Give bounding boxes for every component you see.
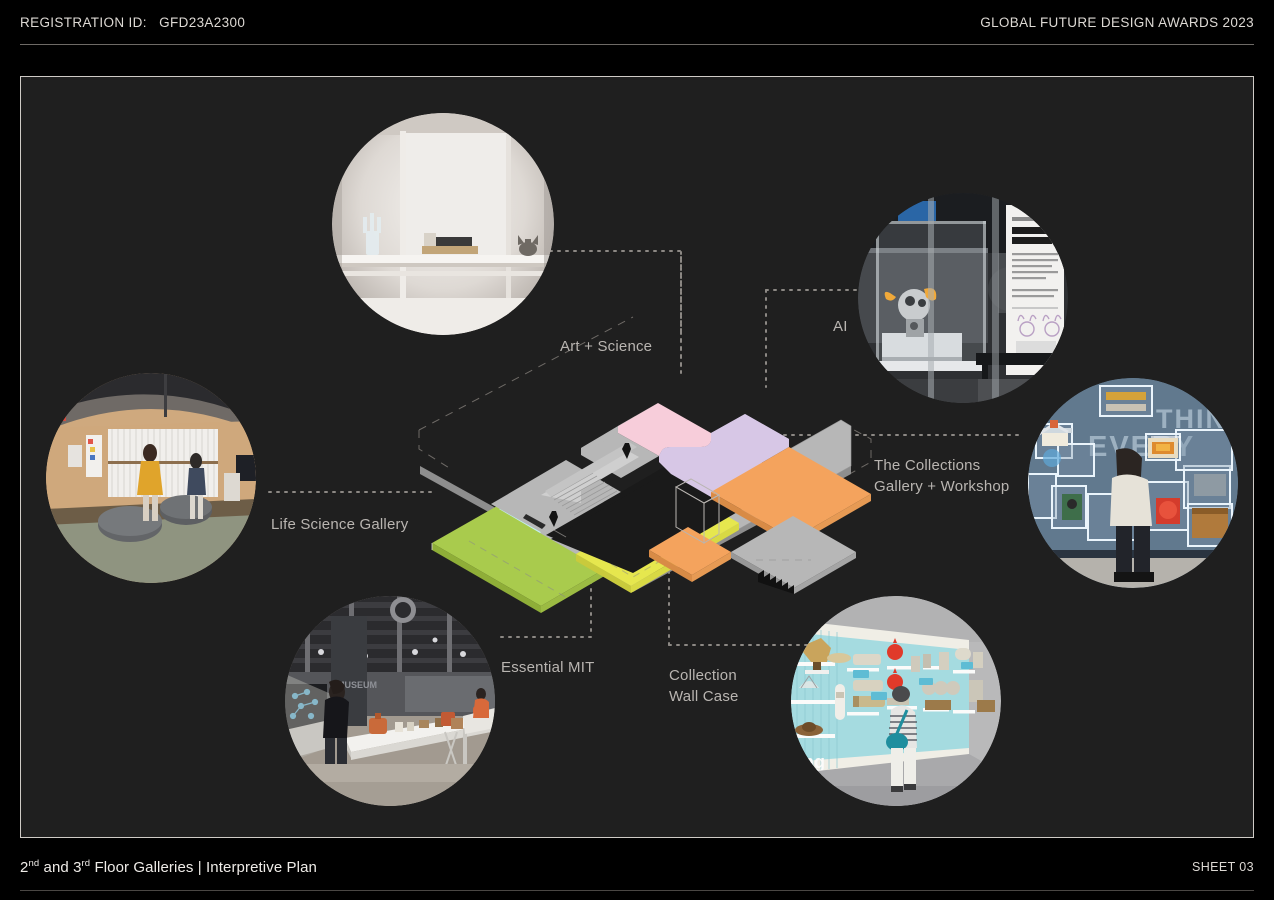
footer-divider [20,890,1254,891]
svg-text:MUSEUM: MUSEUM [337,680,377,690]
callout-collections-label: The Collections Gallery + Workshop [874,457,1010,495]
collection-wall-photo[interactable]: ring [791,596,1001,806]
visitor-yellow [137,444,163,521]
callout-collection-wall: Collection Wall Case [669,644,739,707]
sheet-number: SHEET 03 [1191,860,1254,874]
life-science-photo[interactable] [46,373,256,583]
callout-essential-mit: Essential MIT [501,636,594,678]
plan-gray-right [731,516,856,594]
registration-id: REGISTRATION ID: GFD23A2300 [20,15,245,30]
sheet-title-ordinal-1: nd [28,858,40,869]
callout-essential-mit-label: Essential MIT [501,659,595,676]
callout-art-science-label: Art + Science [560,338,653,355]
header-divider [20,44,1254,45]
callout-life-science: Life Science Gallery [271,493,408,535]
ai-photo[interactable] [858,193,1068,403]
callout-ai-label: AI [833,318,848,335]
sheet-header: REGISTRATION ID: GFD23A2300 GLOBAL FUTUR… [0,0,1274,48]
visitor [320,679,352,788]
leader-art-science [549,250,682,378]
presentation-board: .dot { stroke:#8c8884; stroke-width:2; s… [20,76,1254,838]
isometric-plan [418,316,872,613]
sheet-title-mid: and 3 [39,859,82,876]
callout-collection-wall-label: Collection Wall Case [669,667,739,705]
sheet-title-ordinal-2: rd [81,858,91,869]
registration-value: GFD23A2300 [159,15,246,30]
plan-core-box [674,478,721,544]
callout-ai: AI [833,295,848,337]
sheet-title-suffix: Floor Galleries | Interpretive Plan [90,859,317,876]
zone-art-science [618,403,711,456]
registration-label: REGISTRATION ID: [20,15,147,30]
interpretive-plan-diagram: .dot { stroke:#8c8884; stroke-width:2; s… [268,250,1022,646]
leader-ai [765,289,862,388]
sheet-title: 2nd and 3rd Floor Galleries | Interpreti… [20,858,317,876]
visitor [886,686,917,792]
callout-life-science-label: Life Science Gallery [271,516,409,533]
collections-photo[interactable]: EVERY THING [1028,378,1238,588]
callout-collections: The Collections Gallery + Workshop [874,434,1009,497]
awards-title: GLOBAL FUTURE DESIGN AWARDS 2023 [980,15,1254,30]
art-science-photo[interactable] [332,113,554,335]
essential-mit-photo[interactable]: MUSEUM [285,596,495,806]
sheet-title-prefix: 2 [20,859,29,876]
plan-extent-guides [418,316,872,482]
callout-art-science: Art + Science [560,315,652,357]
visitor-plaid [187,453,206,519]
plan-staircase [523,442,639,538]
zone-ai [659,414,789,497]
visitor [1110,448,1154,582]
